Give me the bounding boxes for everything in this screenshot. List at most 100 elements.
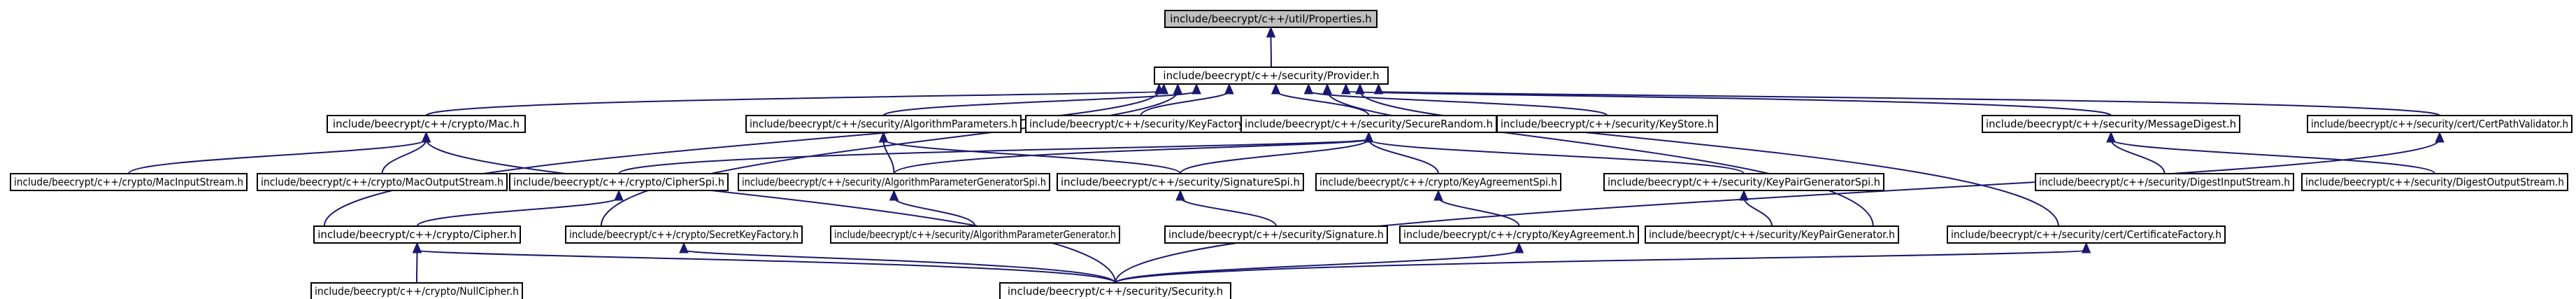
node-box-cipherspi[interactable] — [509, 173, 729, 191]
node-box-certificatefactory[interactable] — [1947, 225, 2226, 244]
node-box-macoutputstream[interactable] — [257, 173, 508, 191]
arrowhead-keyfactory-to-provider — [1224, 83, 1234, 95]
node-secretkeyfactory[interactable]: include/beecrypt/c++/crypto/SecretKeyFac… — [565, 225, 803, 244]
node-label-cipherspi: include/beecrypt/c++/crypto/CipherSpi.h — [513, 176, 724, 188]
arrowhead-security-to-certpathvalidator — [2435, 131, 2445, 143]
node-signaturespi[interactable]: include/beecrypt/c++/security/SignatureS… — [1057, 173, 1304, 191]
arrowhead-provider-to-properties — [1266, 26, 1276, 38]
node-label-messagedigest: include/beecrypt/c++/security/MessageDig… — [1986, 118, 2236, 130]
node-box-nullcipher[interactable] — [310, 282, 523, 299]
edge-security-to-certificatefactory — [1115, 249, 2087, 284]
edge-cipher-to-provider — [323, 90, 1160, 227]
node-properties[interactable]: include/beecrypt/c++/util/Properties.h — [1164, 10, 1378, 28]
node-box-digestinputstream[interactable] — [2035, 173, 2294, 191]
node-box-cipher[interactable] — [313, 225, 521, 244]
node-signature[interactable]: include/beecrypt/c++/security/Signature.… — [1164, 225, 1388, 244]
arrowhead-security-to-secretkeyfactory — [679, 242, 689, 253]
arrowhead-messagedigest-to-provider — [1341, 83, 1351, 95]
node-box-keyagreement[interactable] — [1399, 225, 1639, 244]
node-macinputstream[interactable]: include/beecrypt/c++/crypto/MacInputStre… — [10, 173, 248, 191]
arrowhead-algparams-to-provider — [1192, 83, 1201, 95]
edges-layer — [128, 26, 2445, 284]
node-label-properties: include/beecrypt/c++/util/Properties.h — [1170, 13, 1371, 25]
edge-security-to-certpathvalidator — [1115, 139, 2440, 284]
arrowhead-cipher-to-cipherspi — [614, 189, 624, 201]
edge-security-to-keyagreement — [1115, 249, 1520, 284]
arrowhead-certpathvalidator-to-provider — [1373, 83, 1384, 95]
edge-algparams-to-provider — [882, 90, 1198, 116]
edge-algparamgen-to-algparamgenspi — [893, 197, 976, 227]
node-keyagreement[interactable]: include/beecrypt/c++/crypto/KeyAgreement… — [1399, 225, 1639, 244]
node-label-keyagreement: include/beecrypt/c++/crypto/KeyAgreement… — [1403, 228, 1635, 241]
edge-keypairgen-to-provider — [1326, 90, 1874, 227]
node-digestoutputstream[interactable]: include/beecrypt/c++/security/DigestOutp… — [2301, 173, 2568, 191]
node-algparamgen[interactable]: include/beecrypt/c++/security/AlgorithmP… — [830, 225, 1120, 244]
arrowhead-security-to-certificatefactory — [2081, 242, 2091, 253]
edge-macinputstream-to-mac — [128, 139, 427, 174]
node-box-securerandom[interactable] — [1240, 115, 1497, 133]
node-algparamgenspi[interactable]: include/beecrypt/c++/security/AlgorithmP… — [738, 173, 1050, 191]
edge-macoutputstream-to-mac — [381, 139, 427, 174]
node-nullcipher[interactable]: include/beecrypt/c++/crypto/NullCipher.h — [310, 282, 523, 299]
node-box-secretkeyfactory[interactable] — [565, 225, 803, 244]
node-box-keystore[interactable] — [1496, 115, 1718, 133]
node-keyagreementspi[interactable]: include/beecrypt/c++/crypto/KeyAgreement… — [1315, 173, 1561, 191]
node-security[interactable]: include/beecrypt/c++/security/Security.h — [999, 282, 1231, 299]
node-box-algparamgenspi[interactable] — [738, 173, 1050, 191]
arrowhead-algparamgen-to-algparamgenspi — [889, 189, 899, 201]
node-algparams[interactable]: include/beecrypt/c++/security/AlgorithmP… — [745, 115, 1022, 133]
edge-keyagreementspi-to-securerandom — [1368, 139, 1439, 174]
arrowhead-securerandom-to-provider — [1271, 83, 1281, 95]
node-label-mac: include/beecrypt/c++/crypto/Mac.h — [333, 118, 520, 130]
node-label-certpathvalidator: include/beecrypt/c++/security/cert/CertP… — [2311, 118, 2568, 130]
node-label-security: include/beecrypt/c++/security/Security.h — [1008, 285, 1223, 298]
node-keyfactory[interactable]: include/beecrypt/c++/security/KeyFactory… — [1025, 115, 1257, 133]
arrowhead-certificatefactory-to-provider — [1355, 83, 1365, 95]
node-box-macinputstream[interactable] — [10, 173, 248, 191]
arrowhead-security-to-keyagreement — [1514, 242, 1524, 253]
node-box-certpathvalidator[interactable] — [2307, 115, 2573, 133]
node-box-digestoutputstream[interactable] — [2301, 173, 2568, 191]
node-certpathvalidator[interactable]: include/beecrypt/c++/security/cert/CertP… — [2307, 115, 2573, 133]
node-cipherspi[interactable]: include/beecrypt/c++/crypto/CipherSpi.h — [509, 173, 729, 191]
arrowhead-keypairgen-to-provider — [1322, 83, 1332, 95]
node-label-certificatefactory: include/beecrypt/c++/security/cert/Certi… — [1951, 228, 2221, 241]
node-keypairgen[interactable]: include/beecrypt/c++/security/KeyPairGen… — [1645, 225, 1899, 244]
node-cipher[interactable]: include/beecrypt/c++/crypto/Cipher.h — [313, 225, 521, 244]
edge-digestinputstream-to-messagedigest — [2110, 139, 2166, 174]
node-box-properties[interactable] — [1164, 10, 1378, 28]
node-messagedigest[interactable]: include/beecrypt/c++/security/MessageDig… — [1982, 115, 2240, 133]
node-macoutputstream[interactable]: include/beecrypt/c++/crypto/MacOutputStr… — [257, 173, 508, 191]
edge-keystore-to-provider — [1308, 90, 1608, 116]
node-digestinputstream[interactable]: include/beecrypt/c++/security/DigestInpu… — [2035, 173, 2294, 191]
arrowhead-signature-to-signaturespi — [1175, 189, 1185, 201]
node-keystore[interactable]: include/beecrypt/c++/security/KeyStore.h — [1496, 115, 1718, 133]
arrowhead-digestoutputstream-to-messagedigest — [2106, 131, 2116, 143]
node-box-keyagreementspi[interactable] — [1315, 173, 1561, 191]
node-box-algparams[interactable] — [745, 115, 1022, 133]
edge-keypairgen-to-keypairgenspi — [1743, 197, 1773, 227]
edge-certificatefactory-to-provider — [1359, 90, 2059, 227]
node-box-mac[interactable] — [327, 115, 526, 133]
node-box-keypairgen[interactable] — [1645, 225, 1899, 244]
node-mac[interactable]: include/beecrypt/c++/crypto/Mac.h — [327, 115, 526, 133]
node-box-provider[interactable] — [1154, 67, 1389, 85]
node-label-keyagreementspi: include/beecrypt/c++/crypto/KeyAgreement… — [1319, 176, 1557, 188]
node-box-keypairgenspi[interactable] — [1603, 173, 1884, 191]
edge-secretkeyfactory-to-provider — [600, 90, 1179, 227]
edge-keyagreement-to-keyagreementspi — [1438, 197, 1520, 227]
edge-provider-to-properties — [1270, 34, 1272, 68]
arrowhead-cipher-to-provider — [1154, 83, 1164, 95]
node-keypairgenspi[interactable]: include/beecrypt/c++/security/KeyPairGen… — [1603, 173, 1884, 191]
node-securerandom[interactable]: include/beecrypt/c++/security/SecureRand… — [1240, 115, 1497, 133]
node-box-signaturespi[interactable] — [1057, 173, 1304, 191]
edge-algparamgenspi-to-algparams — [882, 139, 895, 174]
node-provider[interactable]: include/beecrypt/c++/security/Provider.h — [1154, 67, 1389, 85]
node-box-algparamgen[interactable] — [830, 225, 1120, 244]
node-box-signature[interactable] — [1164, 225, 1388, 244]
node-box-messagedigest[interactable] — [1982, 115, 2240, 133]
node-box-security[interactable] — [999, 282, 1231, 299]
node-certificatefactory[interactable]: include/beecrypt/c++/security/cert/Certi… — [1947, 225, 2226, 244]
node-box-keyfactory[interactable] — [1025, 115, 1257, 133]
